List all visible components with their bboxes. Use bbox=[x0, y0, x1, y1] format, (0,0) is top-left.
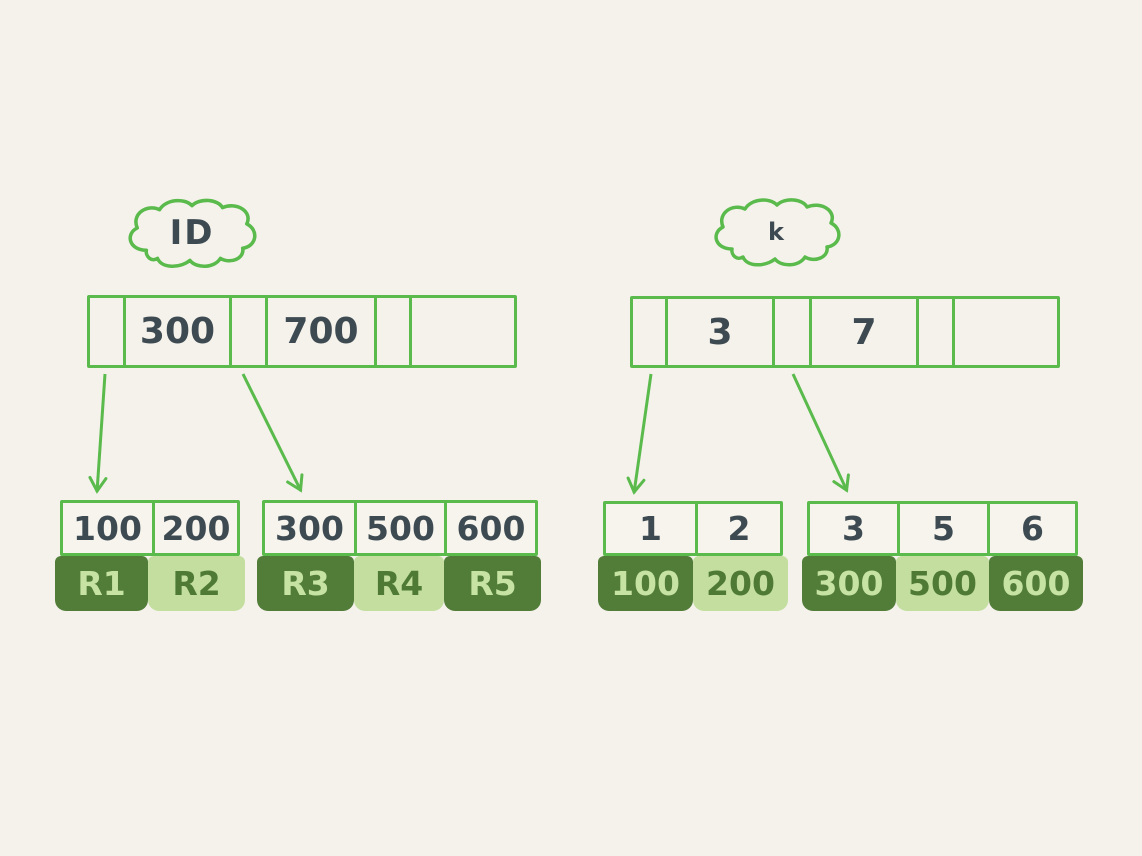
id-bar-cell-pointer bbox=[90, 298, 126, 365]
id-leaf-records-1: R1 R2 bbox=[55, 556, 245, 611]
record-cell: 200 bbox=[693, 556, 788, 611]
k-leaf-node-2: 3 5 6 bbox=[807, 501, 1078, 556]
leaf-key-cell: 6 bbox=[1021, 509, 1044, 548]
k-bar-cell-pointer bbox=[775, 299, 812, 365]
id-bar-cell-empty bbox=[412, 298, 514, 365]
record-cell: 300 bbox=[802, 556, 896, 611]
record-cell: R4 bbox=[354, 556, 444, 611]
leaf-key-cell: 1 bbox=[606, 504, 698, 553]
cloud-k: k bbox=[706, 197, 848, 267]
record-cell: R2 bbox=[148, 556, 245, 611]
leaf-key-cell: 3 bbox=[810, 504, 900, 553]
arrow-k-to-leaf1 bbox=[626, 373, 653, 495]
leaf-key-cell: 600 bbox=[456, 508, 526, 548]
id-leaf-records-2: R3 R4 R5 bbox=[257, 556, 541, 611]
record-cell: R1 bbox=[55, 556, 148, 611]
arrow-id-to-leaf2 bbox=[241, 373, 304, 493]
id-leaf-node-1: 100 200 bbox=[60, 500, 240, 556]
cloud-outline-icon bbox=[128, 198, 257, 268]
leaf-key-cell: 300 bbox=[265, 503, 357, 553]
leaf-key-cell: 500 bbox=[357, 503, 447, 553]
record-cell: R3 bbox=[257, 556, 354, 611]
leaf-key-cell: 200 bbox=[161, 508, 231, 548]
k-leaf-records-1: 100 200 bbox=[598, 556, 788, 611]
record-cell: 600 bbox=[989, 556, 1083, 611]
cloud-id: ID bbox=[121, 196, 263, 270]
record-cell: R5 bbox=[444, 556, 541, 611]
k-bar-cell-empty bbox=[955, 299, 1057, 365]
id-bar-cell-key: 300 bbox=[126, 298, 232, 365]
id-bar-cell-key: 700 bbox=[268, 298, 377, 365]
k-bar-cell-key: 7 bbox=[812, 299, 919, 365]
cloud-id-label: ID bbox=[169, 213, 215, 253]
k-bar-cell-pointer bbox=[919, 299, 955, 365]
leaf-key-cell: 5 bbox=[900, 504, 990, 553]
id-bar-cell-pointer bbox=[377, 298, 412, 365]
leaf-key-cell: 2 bbox=[727, 509, 751, 548]
k-bar-cell-key: 3 bbox=[668, 299, 775, 365]
record-cell: 100 bbox=[598, 556, 693, 611]
arrow-id-to-leaf1 bbox=[88, 373, 108, 494]
k-bar-cell-pointer bbox=[633, 299, 668, 365]
arrow-k-to-leaf2 bbox=[791, 373, 850, 493]
id-internal-node: 300 700 bbox=[87, 295, 517, 368]
cloud-outline-icon bbox=[714, 198, 841, 267]
k-leaf-node-1: 1 2 bbox=[603, 501, 783, 556]
k-leaf-records-2: 300 500 600 bbox=[802, 556, 1083, 611]
id-leaf-node-2: 300 500 600 bbox=[262, 500, 538, 556]
cloud-k-label: k bbox=[768, 218, 786, 246]
k-internal-node: 3 7 bbox=[630, 296, 1060, 368]
id-bar-cell-pointer bbox=[232, 298, 268, 365]
leaf-key-cell: 100 bbox=[63, 503, 155, 553]
record-cell: 500 bbox=[896, 556, 989, 611]
